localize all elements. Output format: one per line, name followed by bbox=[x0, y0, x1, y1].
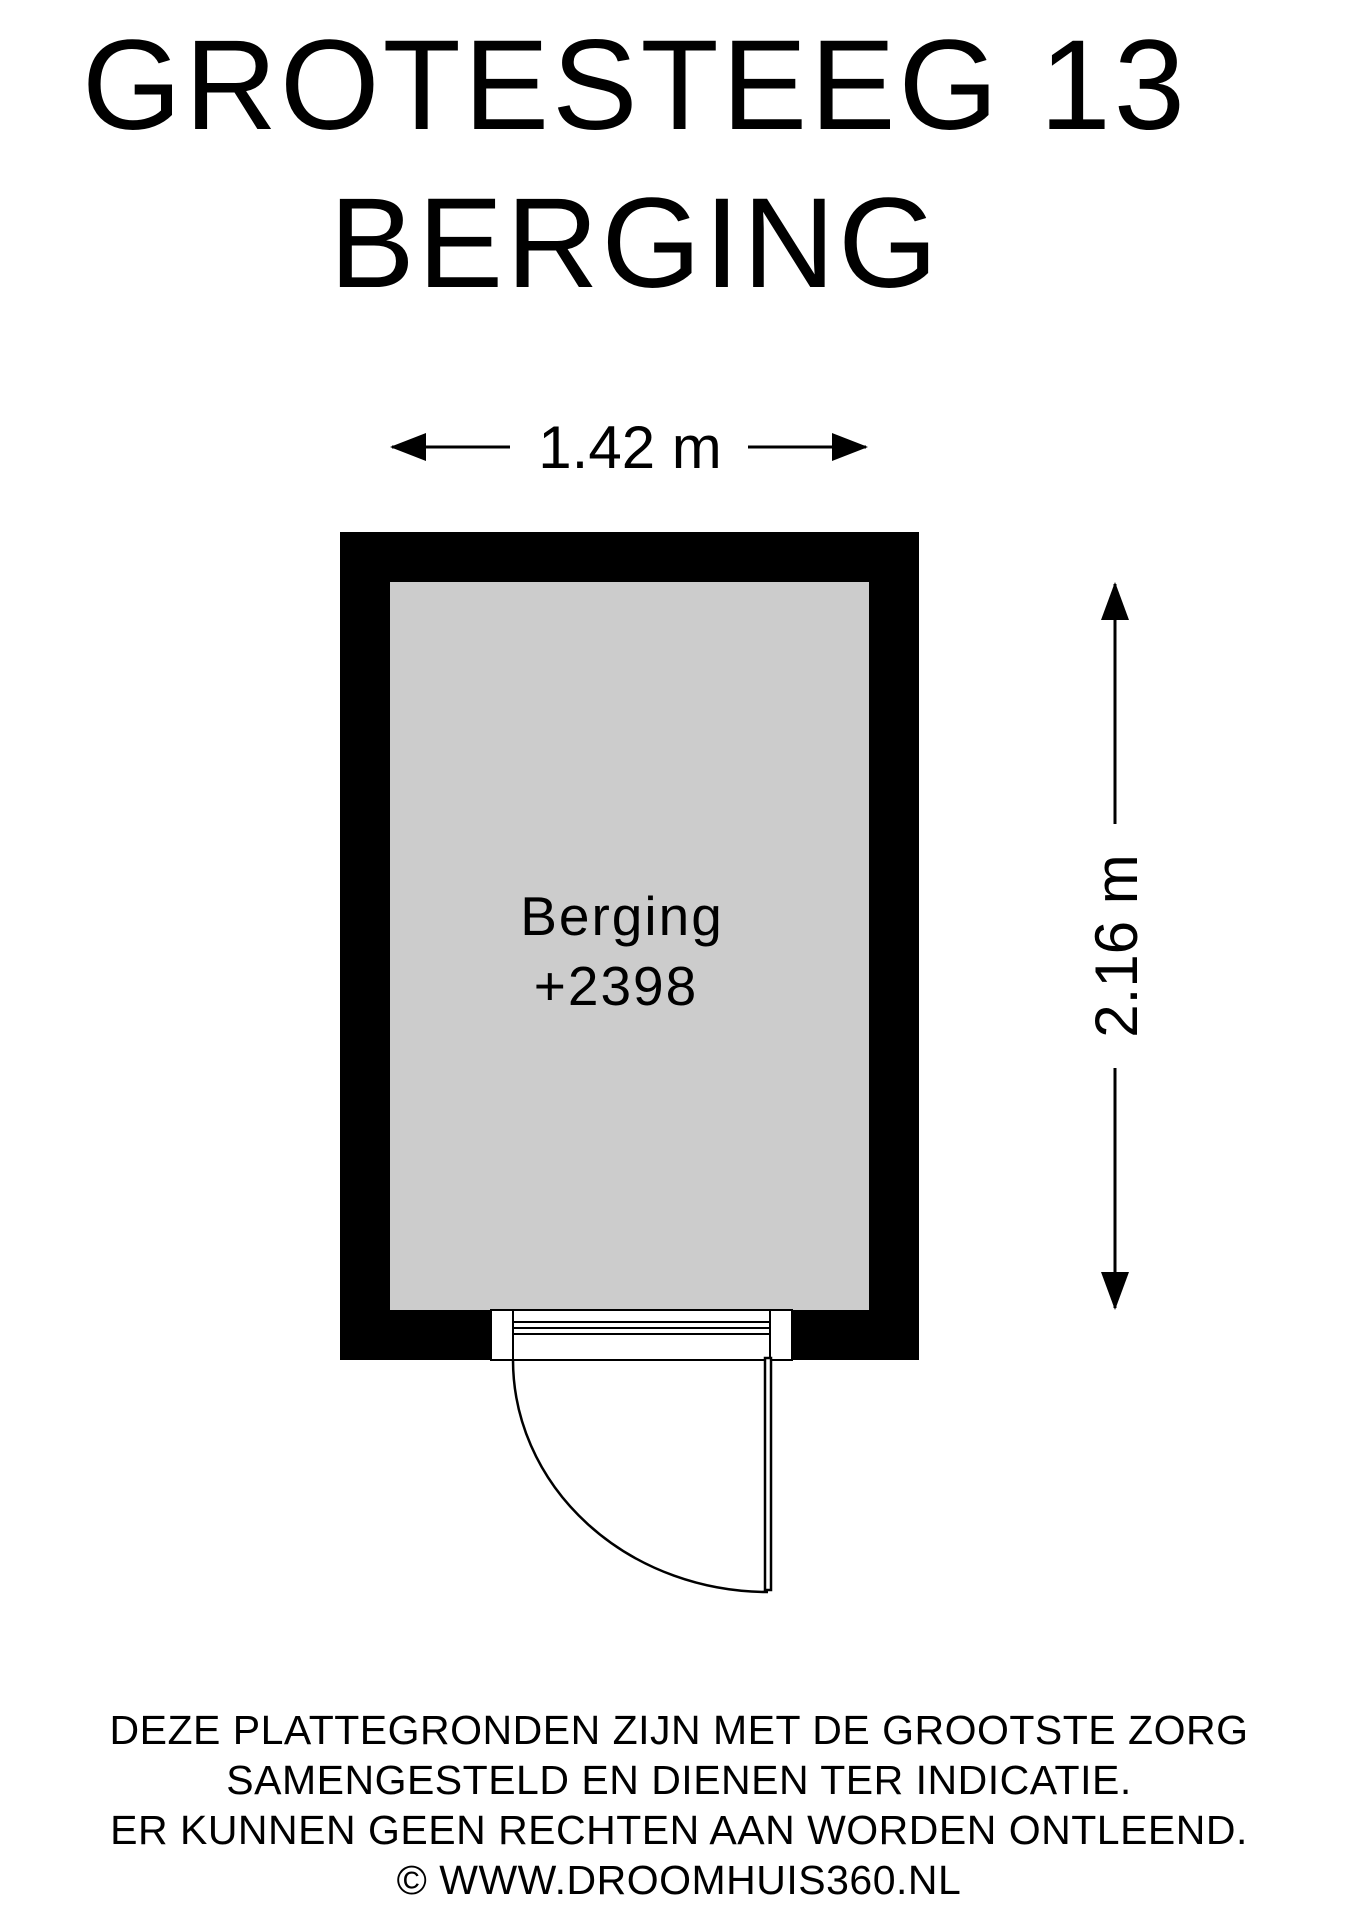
arrow-right-icon bbox=[832, 433, 868, 461]
arrow-left-icon bbox=[390, 433, 426, 461]
arrow-up-icon bbox=[1101, 582, 1129, 620]
copyright-line: © WWW.DROOMHUIS360.NL bbox=[396, 1857, 962, 1903]
title-room: BERGING bbox=[329, 172, 941, 315]
disclaimer-line-2: SAMENGESTELD EN DIENEN TER INDICATIE. bbox=[226, 1757, 1132, 1803]
width-label: 1.42 m bbox=[538, 414, 721, 481]
width-dimension: 1.42 m bbox=[390, 414, 868, 481]
room-berging: Berging +2398 bbox=[340, 532, 919, 1594]
disclaimer-line-1: DEZE PLATTEGRONDEN ZIJN MET DE GROOTSTE … bbox=[109, 1707, 1249, 1753]
door-swing bbox=[511, 1356, 773, 1594]
height-label: 2.16 m bbox=[1083, 854, 1150, 1037]
height-dimension: 2.16 m bbox=[1083, 582, 1150, 1310]
room-name: Berging bbox=[520, 885, 724, 947]
arrow-down-icon bbox=[1101, 1272, 1129, 1310]
disclaimer-line-3: ER KUNNEN GEEN RECHTEN AAN WORDEN ONTLEE… bbox=[110, 1807, 1248, 1853]
title-address: GROTESTEEG 13 bbox=[82, 14, 1188, 157]
room-floor bbox=[390, 582, 869, 1310]
room-level: +2398 bbox=[534, 955, 698, 1017]
door-threshold bbox=[490, 1309, 793, 1361]
